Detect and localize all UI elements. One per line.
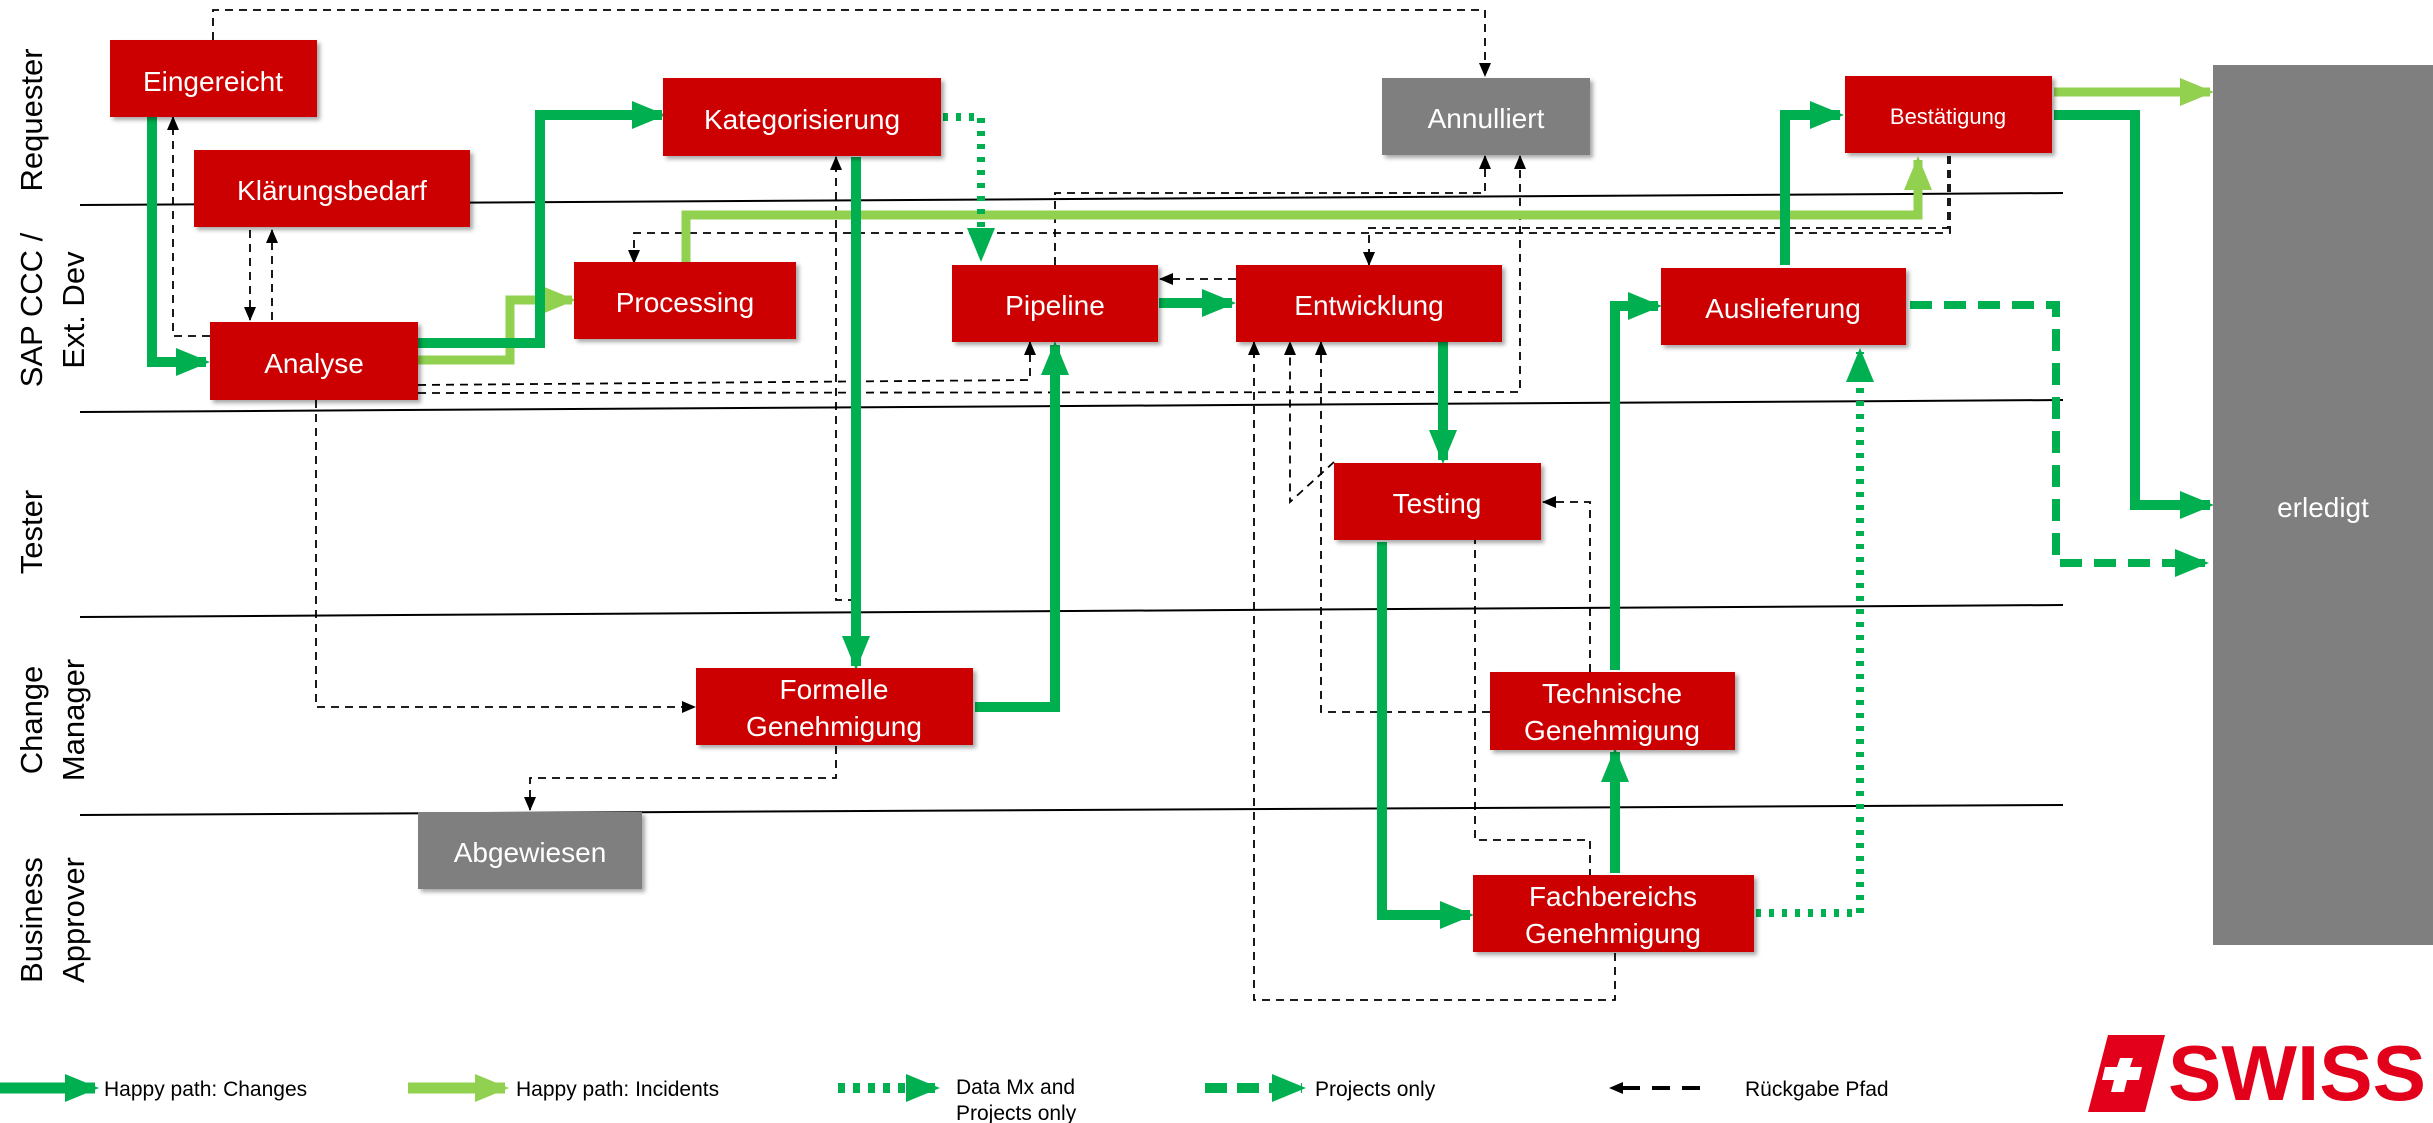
legend-item-changes: Happy path: Changes — [0, 1074, 307, 1102]
state-label-line2: Genehmigung — [1524, 715, 1700, 746]
legend-item-data-mx: Data Mx and Projects only — [838, 1074, 1077, 1123]
lane-label-manager: Manager — [56, 659, 91, 781]
legend-label-line2: Projects only — [956, 1102, 1077, 1123]
lane-separators — [79, 192, 2064, 816]
change-paths — [147, 101, 2214, 929]
state-label: Kategorisierung — [704, 104, 900, 135]
state-testing: Testing — [1334, 463, 1541, 540]
state-analyse: Analyse — [210, 322, 418, 400]
state-label-line1: Fachbereichs — [1529, 881, 1697, 912]
state-pipeline: Pipeline — [952, 265, 1158, 342]
state-label: Eingereicht — [143, 66, 283, 97]
projects-paths — [1910, 301, 2209, 577]
lane-label-approver: Approver — [56, 857, 91, 983]
state-label-line2: Genehmigung — [746, 711, 922, 742]
swiss-logo: SWISS — [2088, 1029, 2426, 1117]
state-label: Pipeline — [1005, 290, 1105, 321]
legend-label: Happy path: Incidents — [516, 1078, 719, 1101]
lane-label-requester: Requester — [14, 48, 49, 191]
legend: Happy path: Changes Happy path: Incident… — [0, 1074, 1889, 1123]
lane-label-change: Change — [14, 666, 49, 775]
state-abgewiesen: Abgewiesen — [418, 812, 642, 889]
lane-label-sap-ccc: SAP CCC / — [14, 232, 49, 387]
state-label: Analyse — [264, 348, 364, 379]
state-label: Annulliert — [1428, 103, 1545, 134]
state-technische-genehmigung: Technische Genehmigung — [1490, 672, 1735, 750]
state-label-line2: Genehmigung — [1525, 918, 1701, 949]
brand-wordmark: SWISS — [2168, 1029, 2426, 1117]
return-paths — [167, 9, 1951, 1001]
state-label: Auslieferung — [1705, 293, 1861, 324]
data-mx-paths — [943, 113, 1874, 917]
state-entwicklung: Entwicklung — [1236, 265, 1502, 342]
state-erledigt: erledigt — [2213, 65, 2433, 945]
state-label: Entwicklung — [1294, 290, 1443, 321]
lane-label-ext-dev: Ext. Dev — [56, 251, 91, 369]
state-label-line1: Technische — [1542, 678, 1682, 709]
state-eingereicht: Eingereicht — [110, 40, 317, 117]
state-label: Testing — [1393, 488, 1482, 519]
state-label: Bestätigung — [1890, 104, 2006, 129]
state-auslieferung: Auslieferung — [1661, 268, 1906, 345]
legend-label-line1: Data Mx and — [956, 1076, 1075, 1099]
state-label: erledigt — [2277, 492, 2369, 523]
state-label: Processing — [616, 287, 755, 318]
state-label: Klärungsbedarf — [237, 175, 427, 206]
state-bestaetigung: Bestätigung — [1845, 76, 2052, 153]
lane-label-tester: Tester — [14, 490, 49, 574]
state-label: Abgewiesen — [454, 837, 607, 868]
legend-label: Rückgabe Pfad — [1745, 1078, 1889, 1101]
legend-item-projects: Projects only — [1205, 1074, 1436, 1102]
legend-item-rueckgabe: Rückgabe Pfad — [1609, 1078, 1889, 1101]
state-fachbereichs-genehmigung: Fachbereichs Genehmigung — [1473, 875, 1754, 952]
lane-label-business: Business — [14, 857, 49, 983]
swiss-cross-icon — [2102, 1058, 2142, 1092]
legend-item-incidents: Happy path: Incidents — [408, 1074, 719, 1102]
state-annulliert: Annulliert — [1382, 78, 1590, 155]
state-processing: Processing — [574, 262, 796, 339]
legend-label: Projects only — [1315, 1078, 1436, 1101]
state-kategorisierung: Kategorisierung — [663, 78, 941, 156]
state-formelle-genehmigung: Formelle Genehmigung — [696, 668, 973, 745]
legend-label: Happy path: Changes — [104, 1078, 307, 1101]
state-label-line1: Formelle — [780, 674, 889, 705]
state-klaerungsbedarf: Klärungsbedarf — [194, 150, 470, 227]
